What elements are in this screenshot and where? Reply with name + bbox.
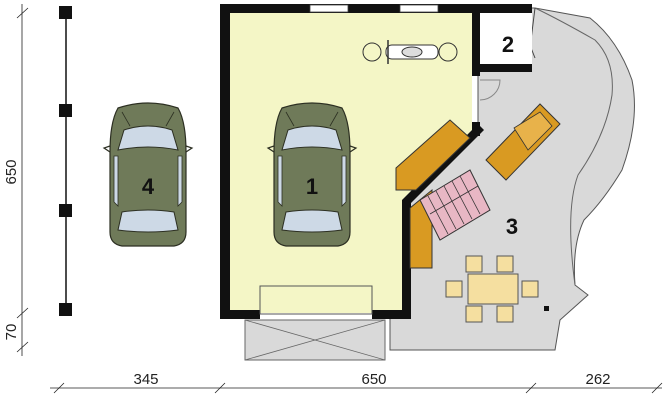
room-number-terrace: 3	[506, 214, 518, 239]
cabinet	[395, 119, 471, 191]
terrace-curve	[534, 7, 613, 286]
cabinet-inner	[513, 111, 553, 151]
vertical-dimension	[16, 4, 29, 356]
window	[399, 4, 439, 13]
motorcycle-icon	[362, 40, 458, 64]
horizontal-dimension	[50, 382, 663, 394]
dining-set	[445, 255, 539, 323]
garage-door	[259, 285, 373, 315]
dim-width-parking: 345	[133, 371, 158, 388]
door-swing	[479, 79, 501, 101]
room-number-parking: 4	[142, 174, 155, 199]
staircase	[419, 169, 491, 241]
dim-width-terrace: 262	[585, 371, 610, 388]
storage-room	[480, 13, 532, 64]
window	[309, 4, 349, 13]
room-number-storage: 2	[502, 32, 514, 57]
dim-width-garage: 650	[361, 371, 386, 388]
dim-height: 650	[3, 159, 20, 184]
post	[544, 306, 549, 311]
room-number-garage: 1	[306, 174, 318, 199]
carport-posts	[59, 6, 72, 316]
dim-height-front: 70	[3, 324, 20, 341]
